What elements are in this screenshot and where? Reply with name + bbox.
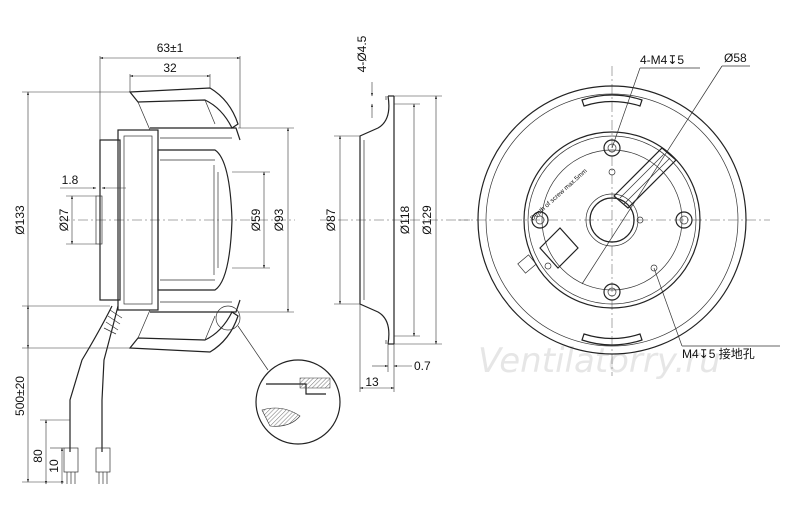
depth-of-screw-note: Depth of screw max.5mm — [529, 168, 588, 223]
label-screw-holes: 4-M4↧5 — [640, 53, 684, 67]
label-pcd: Ø58 — [724, 51, 747, 65]
cable-ends-icon — [63, 447, 111, 484]
watermark-text: Ventilatorry.ru — [478, 341, 721, 381]
label-ground-hole: M4↧5 接地孔 — [682, 346, 755, 361]
dim-overall-depth: 63±1 — [157, 41, 184, 55]
dim-ring-thickness: 0.7 — [414, 359, 431, 373]
dim-ring-height: 13 — [365, 375, 379, 389]
detail-view-circle — [255, 359, 341, 445]
dim-cable-length: 500±20 — [13, 376, 27, 416]
dim-offset: 1.8 — [62, 173, 79, 187]
dim-strip-10: 10 — [47, 459, 61, 473]
dim-impeller-dia: Ø93 — [272, 208, 286, 231]
dim-ring-holes: 4-Ø4.5 — [355, 35, 369, 72]
dim-outer-dia: Ø133 — [13, 205, 27, 235]
mounting-hole-icon — [531, 139, 693, 301]
front-view: Depth of screw max.5mm 4-M4↧5 Ø58 M4↧5 接… — [458, 51, 780, 376]
side-view: 63±1 32 1.8 Ø133 Ø27 Ø59 Ø93 500±20 — [13, 41, 341, 485]
dim-ring-outer: Ø129 — [420, 205, 434, 235]
dim-inlet-dia: Ø59 — [249, 208, 263, 231]
dim-ring-inner: Ø87 — [324, 208, 338, 231]
dim-rotor-depth: 32 — [163, 61, 177, 75]
dim-ring-mid: Ø118 — [398, 205, 412, 234]
dim-hub-dia: Ø27 — [57, 208, 71, 231]
dim-strip-80: 80 — [31, 449, 45, 463]
ring-view: 4-Ø4.5 Ø87 Ø118 Ø129 0.7 13 — [320, 35, 470, 392]
